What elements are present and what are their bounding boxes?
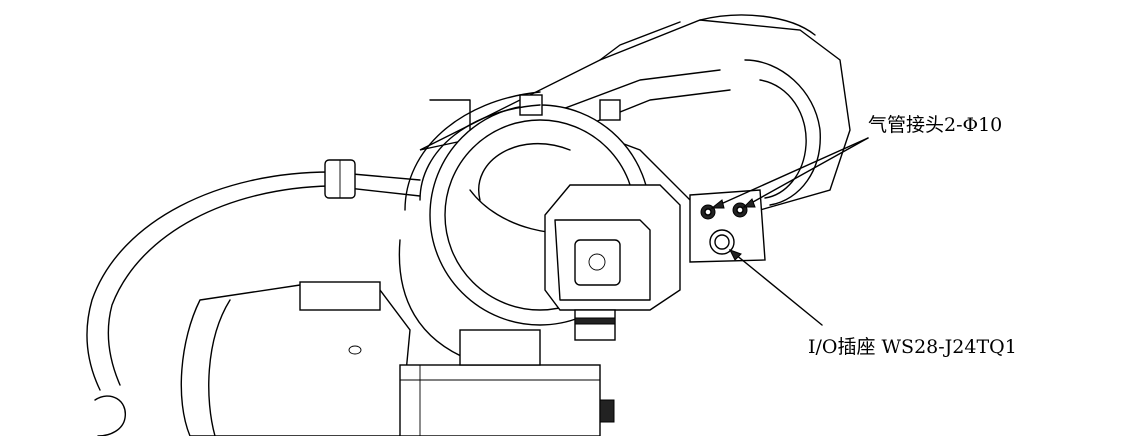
leader-io — [729, 249, 823, 326]
cable-hose — [86, 171, 331, 391]
lower-motor — [399, 364, 601, 436]
lower-arm — [180, 284, 411, 436]
motor-housing — [544, 184, 681, 311]
io-socket-label: I/O插座 WS28-J24TQ1 — [808, 336, 1017, 358]
leader-air-1 — [711, 137, 869, 209]
io-socket — [709, 229, 735, 255]
leader-air-2 — [743, 137, 869, 208]
air-connector-label: 气管接头2-Φ10 — [868, 114, 1003, 136]
upper-arm — [419, 19, 851, 211]
